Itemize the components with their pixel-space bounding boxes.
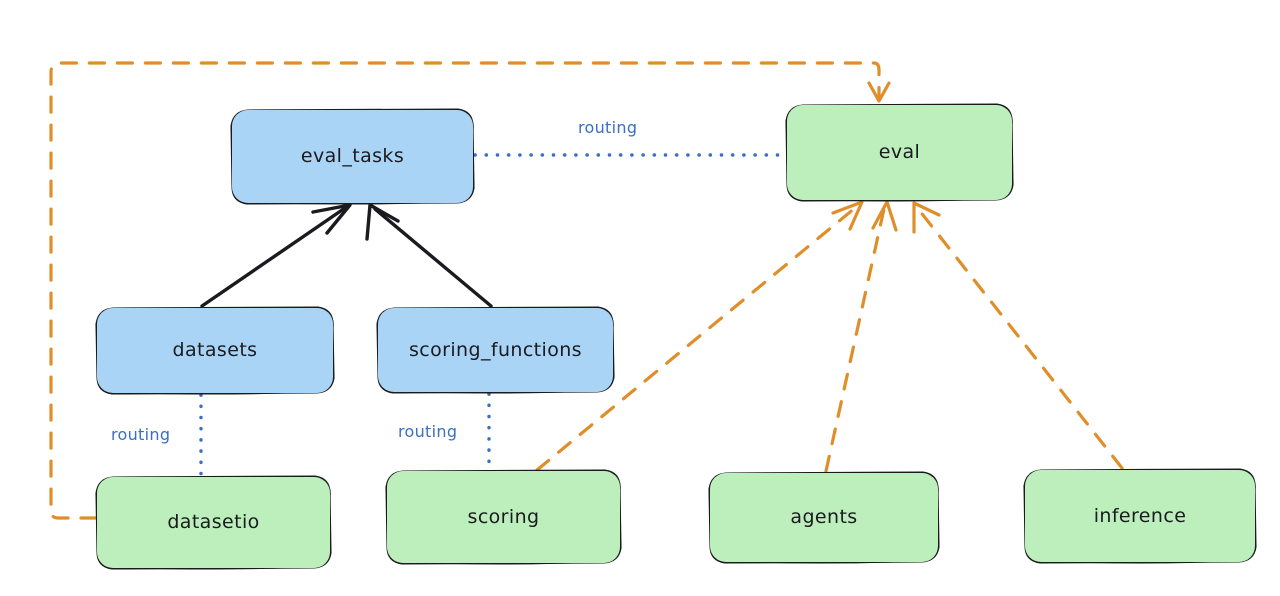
node-eval[interactable]: eval [787,105,1012,200]
node-datasetio[interactable]: datasetio [97,477,330,568]
node-inference-label: inference [1093,504,1187,527]
edge-agents-to-eval [824,200,898,473]
node-scoring-functions-label: scoring_functions [409,338,582,361]
node-eval-tasks-label: eval_tasks [300,145,405,168]
node-scoring[interactable]: scoring [387,471,620,563]
node-agents-label: agents [790,506,858,529]
edge-label-routing-eval: routing [578,118,638,137]
edge-label-routing-datasets: routing [111,425,171,444]
node-datasets-label: datasets [172,339,258,362]
edge-datasets-to-eval_tasks [200,203,352,308]
node-scoring-label: scoring [467,505,540,528]
edge-label-routing-scoring: routing [398,422,458,441]
node-datasetio-label: datasetio [167,511,260,534]
edge-scoring_functions-to-eval_tasks [365,203,493,308]
edge-inference-to-eval [912,201,1124,470]
node-inference[interactable]: inference [1025,470,1255,562]
node-eval-label: eval [878,141,921,164]
node-scoring-functions[interactable]: scoring_functions [378,308,613,392]
node-datasets[interactable]: datasets [97,308,333,393]
node-agents[interactable]: agents [710,473,938,562]
node-eval-tasks[interactable]: eval_tasks [232,110,473,203]
